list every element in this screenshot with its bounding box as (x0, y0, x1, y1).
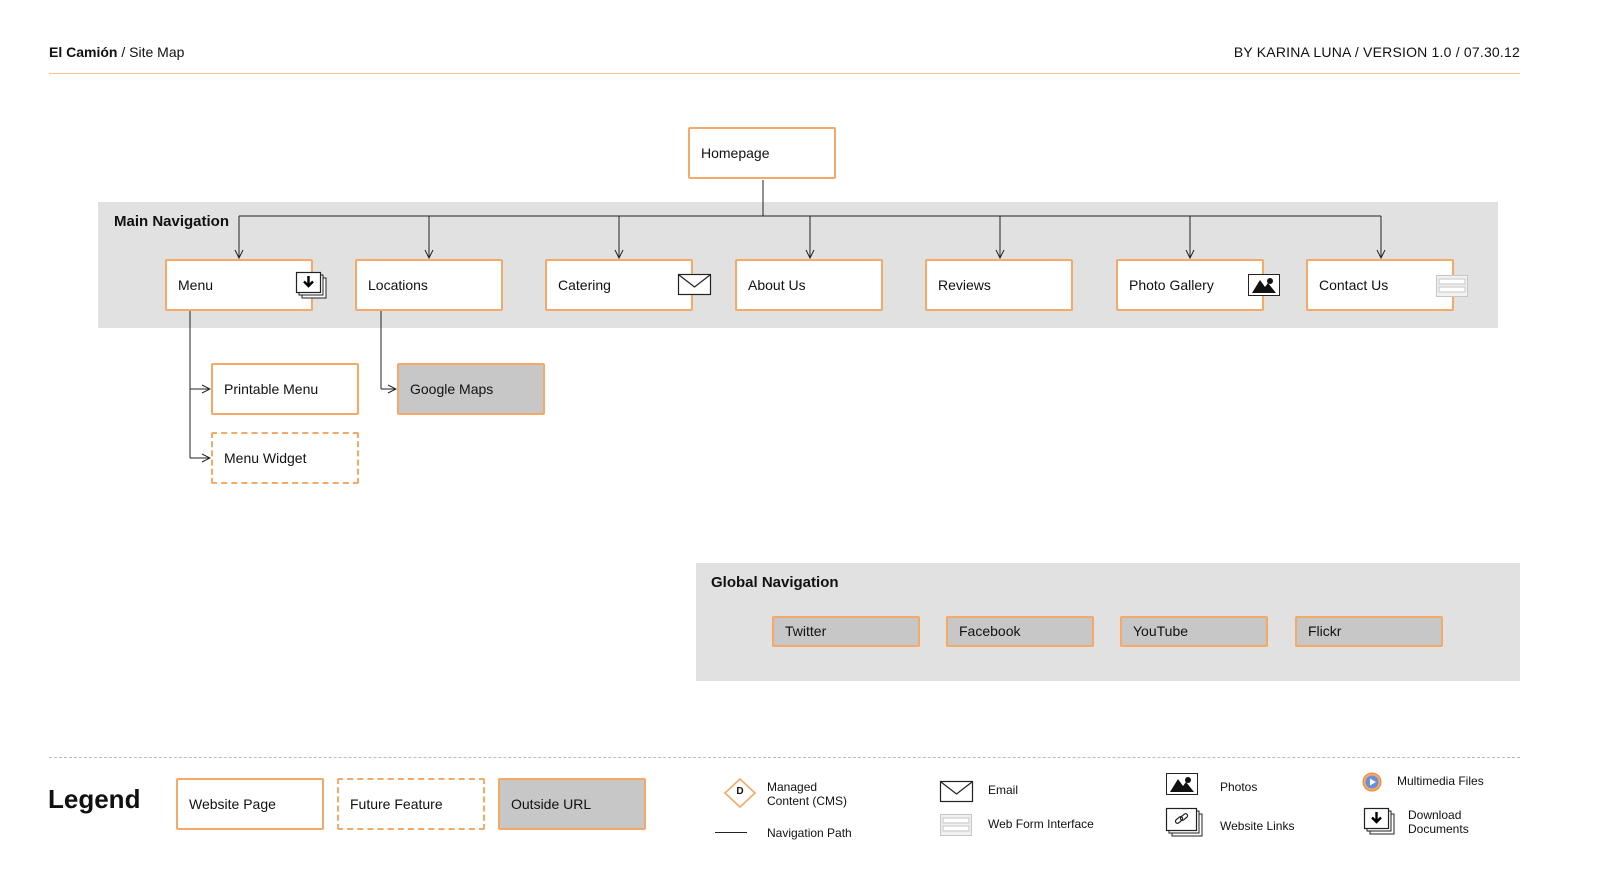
web-form-icon (1436, 275, 1468, 302)
legend-navigation-path: Navigation Path (767, 826, 852, 840)
legend-website-page: Website Page (176, 778, 324, 830)
global-navigation-title: Global Navigation (711, 574, 839, 591)
managed-content-line2: Content (CMS) (767, 794, 848, 808)
download-document-icon (295, 271, 328, 305)
legend-outside-url: Outside URL (498, 778, 646, 830)
legend-web-form-icon (940, 814, 972, 841)
legend-multimedia: Multimedia Files (1397, 774, 1484, 788)
page-printable-menu[interactable]: Printable Menu (PDF) (211, 363, 359, 445)
legend-managed-content: Managed Content (CMS) (767, 780, 847, 808)
nav-node-reviews[interactable]: Reviews (925, 259, 1073, 311)
global-link-youtube[interactable]: YouTube (1120, 616, 1268, 647)
nav-node-locations[interactable]: Locations (355, 259, 503, 311)
legend-website-links-icon (1165, 807, 1204, 843)
legend-email: Email (988, 783, 1019, 797)
page-menu-widget[interactable]: Menu Widget (211, 432, 359, 484)
managed-content-badge: D (736, 786, 744, 797)
legend-web-form: Web Form Interface (988, 817, 1094, 831)
global-link-facebook[interactable]: Facebook (946, 616, 1094, 647)
document-meta: BY KARINA LUNA / VERSION 1.0 / 07.30.12 (1233, 44, 1520, 60)
legend-future-feature: Future Feature (337, 778, 485, 830)
photos-icon (1248, 274, 1280, 301)
nav-node-menu[interactable]: Menu (165, 259, 313, 311)
nav-node-catering[interactable]: Catering (545, 259, 693, 311)
title-separator: / (117, 44, 130, 60)
global-link-flickr[interactable]: Flickr (1295, 616, 1443, 647)
legend-photos: Photos (1220, 780, 1258, 794)
download-line2: Documents (1408, 822, 1469, 836)
homepage-node[interactable]: Homepage (688, 127, 836, 179)
nav-node-contact-us[interactable]: Contact Us (1306, 259, 1454, 311)
legend-title: Legend (48, 784, 141, 814)
navigation-path-line (715, 832, 747, 833)
legend-email-icon (939, 780, 974, 808)
page-google-maps[interactable]: Google Maps (397, 363, 545, 415)
legend-photos-icon (1166, 773, 1198, 800)
legend-download-icon (1363, 807, 1396, 841)
header-rule (49, 73, 1520, 74)
download-line1: Download (1408, 808, 1462, 822)
legend-download: Download Documents (1408, 808, 1469, 836)
doc-type: Site Map (129, 44, 185, 60)
global-link-twitter[interactable]: Twitter (772, 616, 920, 647)
legend-divider (49, 757, 1520, 758)
legend-website-links: Website Links (1220, 819, 1295, 833)
document-title: El Camión / Site Map (49, 44, 184, 60)
nav-node-photo-gallery[interactable]: Photo Gallery (1116, 259, 1264, 311)
project-name: El Camión (49, 44, 118, 60)
managed-content-icon (723, 777, 757, 813)
legend-multimedia-icon (1362, 772, 1382, 797)
nav-node-about-us[interactable]: About Us (735, 259, 883, 311)
managed-content-line1: Managed (767, 780, 818, 794)
main-navigation-title: Main Navigation (114, 213, 230, 230)
email-icon (677, 273, 712, 301)
